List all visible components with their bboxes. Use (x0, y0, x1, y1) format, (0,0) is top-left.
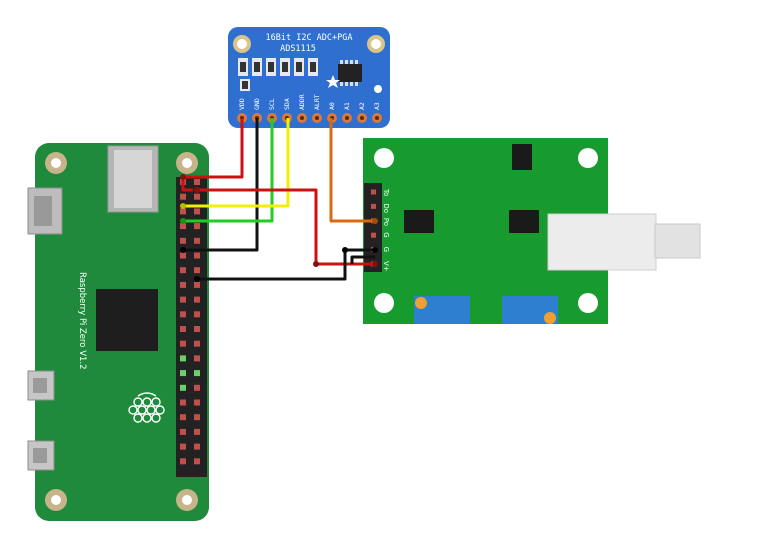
gpio-pin[interactable] (180, 326, 186, 332)
adc-pin-label: A2 (358, 102, 366, 110)
wire-joints (180, 174, 378, 282)
op-amp-chip (404, 210, 434, 233)
wire-ground (197, 248, 375, 281)
gpio-pin[interactable] (180, 281, 186, 288)
adc-pin-label: A3 (373, 102, 381, 110)
adc-pin-label: A0 (328, 102, 336, 110)
adc-pin-label: GND (253, 98, 261, 110)
mount-hole (374, 293, 394, 313)
sensor-pin-label: To (382, 188, 390, 196)
wire-scl (183, 118, 274, 223)
gpio-pin[interactable] (194, 326, 200, 332)
adc-title: 16Bit I2C ADC+PGA (266, 33, 353, 43)
gpio-pin[interactable] (180, 267, 186, 274)
smd-components (238, 58, 318, 91)
sensor-pin[interactable] (371, 232, 376, 238)
gpio-pin[interactable] (194, 458, 200, 465)
ic-chip (512, 144, 532, 170)
ads1115-board: 16Bit I2C ADC+PGA ADS1115 VDD GND SCL SDA AD… (228, 27, 390, 128)
bnc-connector (547, 213, 657, 271)
gpio-pin[interactable] (180, 355, 186, 362)
mount-hole (578, 293, 598, 313)
pot-screw (544, 312, 556, 324)
gpio-pin[interactable] (194, 355, 200, 362)
adc-pin-label: VDD (238, 98, 246, 110)
gpio-pin[interactable] (180, 458, 186, 465)
sensor-pin-label: Po (382, 218, 390, 226)
adc-pcb (228, 27, 390, 128)
gpio-pin[interactable] (180, 252, 186, 259)
sensor-header (364, 183, 382, 272)
sensor-pin-label: V+ (382, 261, 390, 272)
gpio-pin[interactable] (180, 311, 186, 318)
gpio-pin[interactable] (194, 267, 200, 274)
adc-pin-label: SCL (268, 98, 276, 110)
gpio-pin[interactable] (180, 296, 186, 303)
gpio-pin[interactable] (194, 370, 200, 377)
gpio-pin[interactable] (194, 399, 200, 406)
sensor-pin[interactable] (371, 203, 376, 209)
gpio-pin[interactable] (180, 384, 186, 391)
gpio-pin[interactable] (180, 370, 186, 377)
gpio-pin[interactable] (180, 237, 186, 244)
gpio-pin[interactable] (194, 384, 200, 391)
wire-gnd (183, 118, 259, 252)
sensor-pin-label: Do (382, 203, 390, 213)
gpio-pin[interactable] (194, 223, 200, 230)
raspberry-pi-zero: Raspberry Pi Zero V1.2 (27, 143, 209, 521)
mount-hole (578, 148, 598, 168)
wire-sda (183, 118, 290, 208)
led-icon (374, 85, 382, 93)
pot-screw (415, 297, 427, 309)
gpio-pin[interactable] (180, 193, 186, 200)
wire-power (197, 188, 375, 266)
gpio-pin[interactable] (194, 428, 200, 435)
op-amp-chip (509, 210, 539, 233)
adc-pin-label: ADDR (298, 94, 306, 110)
wires (181, 118, 375, 281)
gpio-pin[interactable] (194, 281, 200, 288)
adc-chip-label: ADS1115 (280, 44, 316, 54)
adc-pin-label: ALRT (313, 94, 321, 110)
adc-pin-label: SDA (283, 98, 291, 110)
gpio-pin[interactable] (194, 311, 200, 318)
gpio-pin[interactable] (194, 443, 200, 450)
ads1115-chip (338, 64, 362, 82)
gpio-pin[interactable] (180, 340, 186, 347)
gpio-pin[interactable] (194, 193, 200, 200)
adc-pin-label: A1 (343, 102, 351, 110)
wire-a0 (329, 118, 375, 223)
gpio-pin[interactable] (194, 179, 200, 185)
gpio-pin[interactable] (194, 340, 200, 347)
gpio-pin[interactable] (180, 414, 186, 421)
gpio-pin[interactable] (194, 252, 200, 259)
gpio-pin[interactable] (180, 208, 186, 215)
gpio-pin[interactable] (194, 414, 200, 421)
gpio-pin[interactable] (180, 223, 186, 230)
gpio-pin[interactable] (194, 237, 200, 244)
star-logo-icon (326, 75, 340, 88)
board-label: Raspberry Pi Zero V1.2 (77, 272, 87, 370)
bnc-barrel (654, 223, 701, 259)
gpio-pin[interactable] (194, 296, 200, 303)
soc-chip (96, 289, 158, 351)
gpio-pin[interactable] (180, 443, 186, 450)
sensor-pin[interactable] (371, 189, 376, 195)
gpio-pin[interactable] (180, 428, 186, 435)
mount-hole (374, 148, 394, 168)
gpio-pin[interactable] (180, 399, 186, 406)
gpio-pin[interactable] (194, 208, 200, 215)
sensor-pin-label: G (382, 247, 390, 252)
sensor-pin-label: G (382, 232, 390, 237)
wire-ground-2 (350, 255, 375, 264)
raspberry-logo-icon (128, 392, 165, 423)
